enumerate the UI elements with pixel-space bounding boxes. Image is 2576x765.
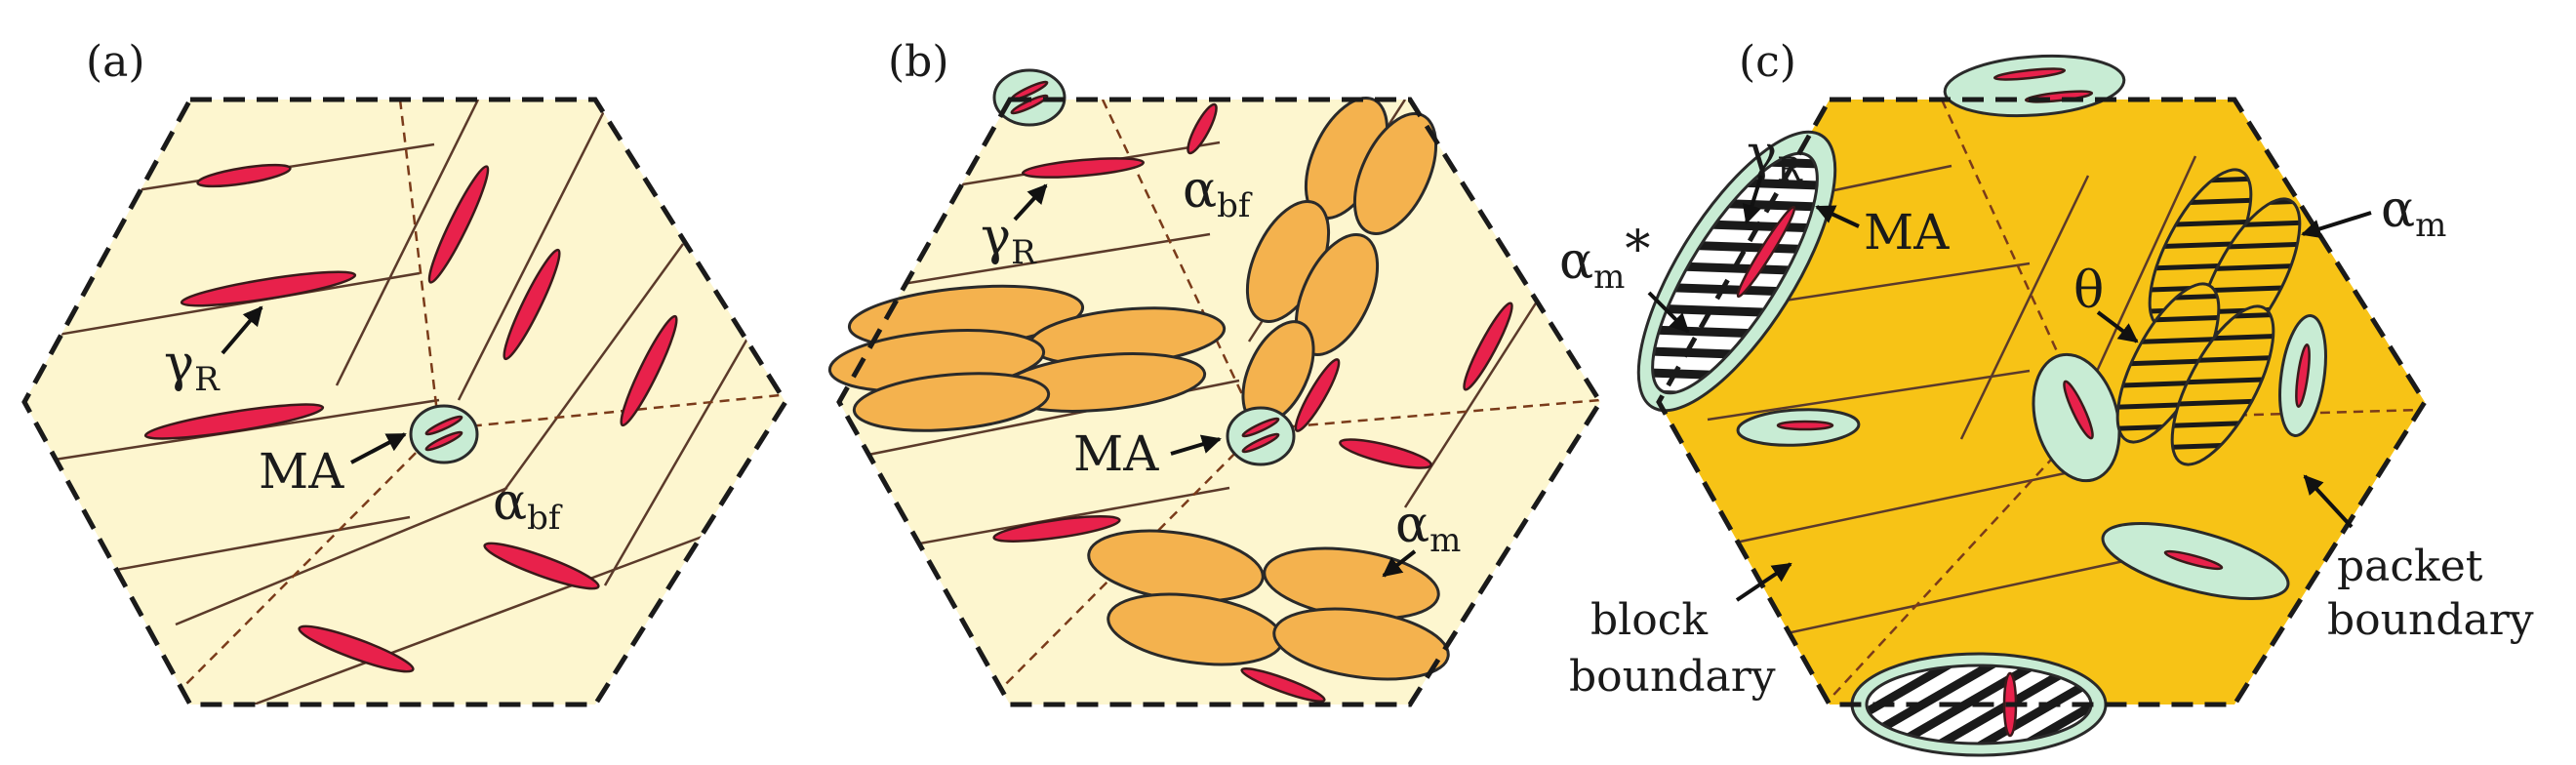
ma-arrow-a [350,432,407,464]
alpha-m-arrow-b [1382,549,1417,578]
gamma-r-arrow-b [1013,183,1048,221]
block-boundary-label-2: boundary [1569,652,1776,702]
ma-island-a [409,404,479,464]
panel-label-b: (b) [888,37,949,87]
martensite-packet-right-b [1241,96,1438,425]
retained-austenite-films-a [143,163,678,673]
gamma-r-arrow-a [221,305,263,355]
hexagon-outline-b [836,97,1603,707]
panel-label-c: (c) [1739,37,1796,87]
block-boundary-arrow [1735,562,1792,602]
boundary-lines-c [1707,100,2421,705]
theta-arrow-c [2096,310,2139,343]
alpha-bf-label-b: αbf [1183,161,1253,225]
packet-boundary-arrow [2303,474,2354,529]
martensite-packet-bottom-b [1087,529,1450,681]
alpha-bf-label-a: αbf [493,473,563,538]
panel-label-a: (a) [86,37,145,87]
retained-austenite-films-b [992,102,1513,703]
alpha-star-arrow-c [1647,291,1690,334]
martensite-packet-left-b [827,284,1227,432]
gamma-r-label-c: γR [1747,125,1803,189]
hexagon-outline-c [1656,97,2428,707]
panel-a: (a) γR MA αbf [21,37,788,707]
martensite-packet-c [2115,168,2327,466]
hexagon-outline-a [21,97,788,707]
gamma-r-label-b: γR [981,208,1037,272]
ma-arrow-b [1170,434,1222,456]
theta-label-c: θ [2073,262,2104,320]
alpha-m-label-c: αm [2381,181,2446,245]
alpha-m-arrow-c [2301,211,2372,239]
alpha-m-label-b: αm [1395,496,1461,560]
gamma-r-label-a: γR [164,335,221,399]
ma-arrow-c [1815,205,1860,228]
ma-label-a: MA [259,443,344,500]
alpha-star-label-c: αm* [1559,221,1650,297]
ma-label-c: MA [1864,204,1950,261]
panel-b: (b) γR αbf MA αm [827,37,1603,707]
panel-c: (c) γR MA αm* θ αm block boundary packet… [1559,37,2534,757]
packet-boundary-label-2: boundary [2327,595,2534,645]
hatched-ma-left-c [1636,130,1837,413]
ma-label-b: MA [1073,425,1159,482]
packet-boundary-label-1: packet [2337,542,2483,591]
block-boundary-label-1: block [1590,595,1708,645]
gamma-r-arrow-c [1742,175,1763,224]
